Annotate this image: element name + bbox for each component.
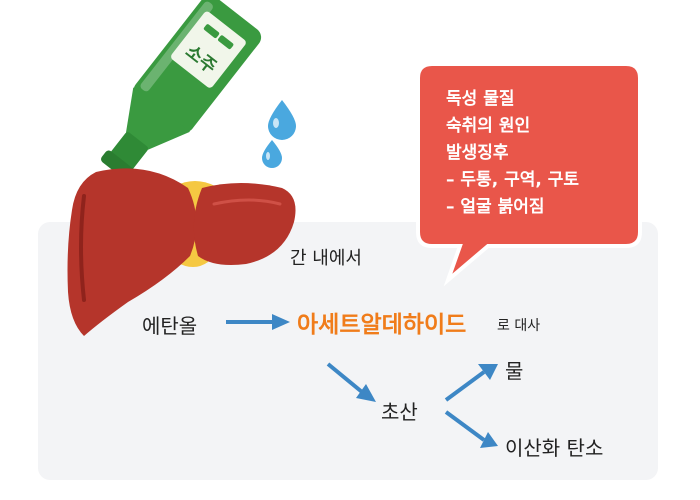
diagram-title: 간 내에서 [290,248,362,269]
bubble-text: 독성 물질 숙취의 원인 발생징후 – 두통, 구역, 구토 – 얼굴 붉어짐 [446,86,626,221]
acetaldehyde-label: 아세트알데하이드 [297,312,467,338]
bubble-line: – 두통, 구역, 구토 [446,170,580,190]
acetic-acid-label: 초산 [381,400,418,424]
bubble-line: 독성 물질 [446,89,515,109]
metabolize-suffix: 로 대사 [497,318,541,334]
bubble-line: – 얼굴 붉어짐 [446,197,545,217]
ethanol-label: 에탄올 [142,314,198,338]
water-label: 물 [505,359,524,383]
bubble-line: 발생징후 [446,143,509,163]
carbon-dioxide-label: 이산화 탄소 [505,436,604,460]
bubble-line: 숙취의 원인 [446,116,531,136]
